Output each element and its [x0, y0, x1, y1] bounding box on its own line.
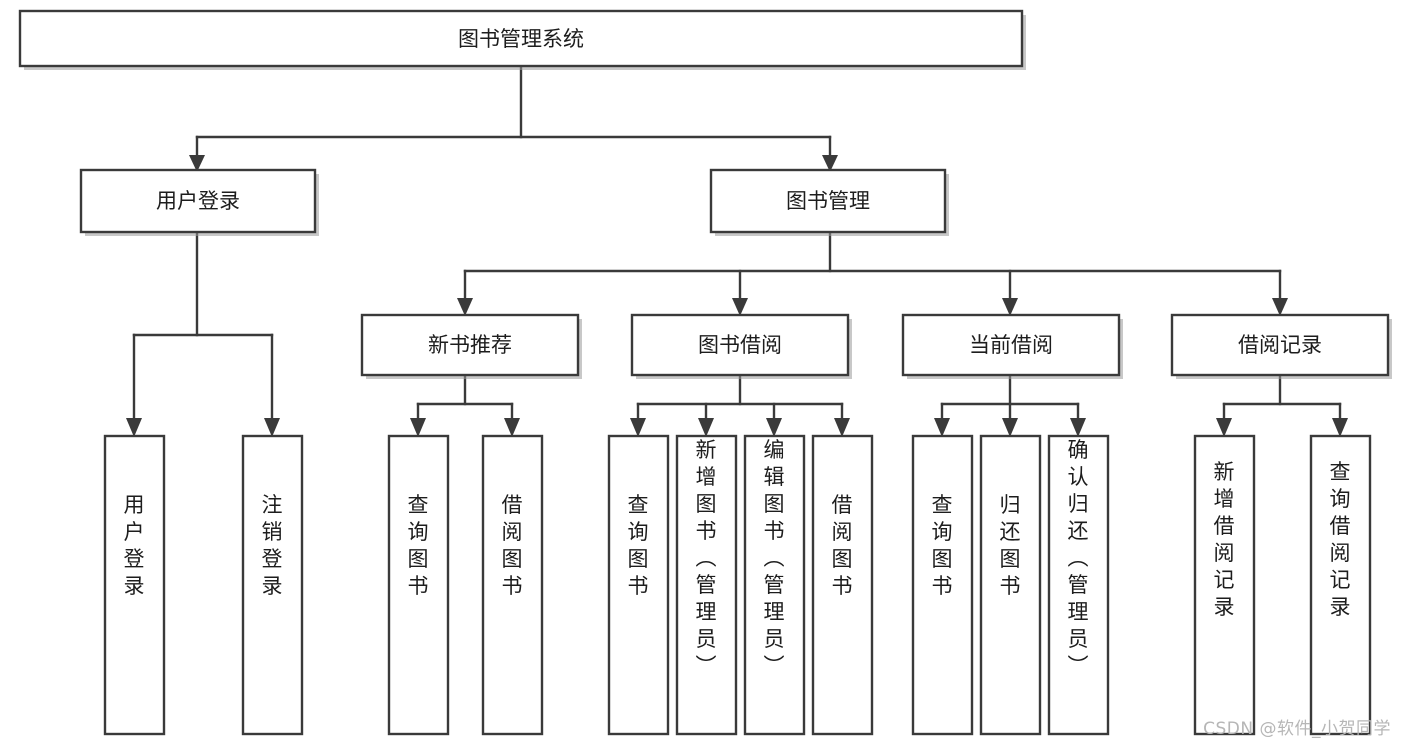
leaf-node[interactable]: 用户登录	[103, 434, 166, 736]
leaf-rect	[1193, 434, 1256, 736]
arrow-to-book-borrow	[732, 298, 748, 316]
leaf-node[interactable]: 归还图书	[979, 434, 1042, 736]
node-user-login[interactable]: 用户登录	[79, 168, 319, 236]
arrow-record-leaf-2	[1332, 418, 1348, 437]
arrow-borrow-leaf-3	[766, 418, 782, 437]
leaf-label: 编辑图书︵管理员︶	[764, 438, 785, 678]
leaf-rect	[607, 434, 670, 736]
leaf-rect	[811, 434, 874, 736]
arrow-borrow-leaf-1	[630, 418, 646, 437]
leaf-label: 查询借阅记录	[1330, 460, 1351, 619]
leaf-rect	[743, 434, 806, 736]
leaf-label: 查询图书	[628, 493, 649, 598]
user-login-label: 用户登录	[156, 189, 240, 213]
csdn-watermark: CSDN @软件_小贺同学	[1203, 719, 1391, 739]
leaf-label: 新增图书︵管理员︶	[696, 438, 717, 678]
leaf-label: 借阅图书	[832, 493, 853, 598]
arrow-current-leaf-3	[1070, 418, 1086, 437]
node-root-system[interactable]: 图书管理系统	[18, 9, 1026, 70]
leaf-rect	[387, 434, 450, 736]
root-label: 图书管理系统	[458, 27, 584, 51]
leaf-label: 归还图书	[1000, 493, 1021, 598]
leaf-node[interactable]: 借阅图书	[811, 434, 874, 736]
leaf-rect	[675, 434, 738, 736]
leaf-rect	[103, 434, 166, 736]
leaf-node[interactable]: 借阅图书	[481, 434, 544, 736]
leaf-label: 新增借阅记录	[1214, 460, 1235, 619]
leaf-label: 注销登录	[262, 493, 283, 598]
leaf-node[interactable]: 编辑图书︵管理员︶	[743, 434, 806, 736]
arrow-current-leaf-1	[934, 418, 950, 437]
edges-layer	[126, 64, 1348, 437]
leaf-label: 查询图书	[408, 493, 429, 598]
leaf-node[interactable]: 查询图书	[911, 434, 974, 736]
leaf-node[interactable]: 注销登录	[241, 434, 304, 736]
new-book-recommend-rect	[360, 313, 580, 377]
arrow-login-leaf-2	[264, 418, 280, 437]
arrow-to-user-login	[189, 155, 205, 172]
leaf-label: 用户登录	[124, 493, 145, 598]
arrow-to-borrow-record	[1272, 298, 1288, 316]
leaf-rect	[1047, 434, 1110, 736]
leaf-rect	[1309, 434, 1372, 736]
leaf-label: 借阅图书	[502, 493, 523, 598]
current-borrow-label: 当前借阅	[969, 333, 1053, 357]
node-book-management[interactable]: 图书管理	[709, 168, 949, 236]
book-borrow-label: 图书借阅	[698, 333, 782, 357]
node-new-book-recommend[interactable]: 新书推荐	[360, 313, 582, 379]
node-borrow-record[interactable]: 借阅记录	[1170, 313, 1392, 379]
leaf-node[interactable]: 新增图书︵管理员︶	[675, 434, 738, 736]
arrow-login-leaf-1	[126, 418, 142, 437]
leaf-rect	[481, 434, 544, 736]
new-book-recommend-label: 新书推荐	[428, 333, 512, 357]
leaf-label: 查询图书	[932, 493, 953, 598]
arrow-borrow-leaf-2	[698, 418, 714, 437]
arrow-record-leaf-1	[1216, 418, 1232, 437]
leaf-node[interactable]: 新增借阅记录	[1193, 434, 1256, 736]
user-login-rect	[79, 168, 317, 234]
leaf-rect	[911, 434, 974, 736]
arrow-borrow-leaf-4	[834, 418, 850, 437]
book-management-label: 图书管理	[786, 189, 870, 213]
arrow-recommend-leaf-2	[504, 418, 520, 437]
leaf-node[interactable]: 查询借阅记录	[1309, 434, 1372, 736]
leaf-node[interactable]: 查询图书	[387, 434, 450, 736]
arrow-current-leaf-2	[1002, 418, 1018, 437]
leaf-label: 确认归还︵管理员︶	[1068, 438, 1089, 678]
node-book-borrow[interactable]: 图书借阅	[630, 313, 852, 379]
arrow-to-book-management	[822, 155, 838, 172]
borrow-record-rect	[1170, 313, 1390, 377]
borrow-record-label: 借阅记录	[1238, 333, 1322, 357]
leaf-rect	[979, 434, 1042, 736]
book-management-rect	[709, 168, 947, 234]
leaf-node[interactable]: 确认归还︵管理员︶	[1047, 434, 1110, 736]
current-borrow-rect	[901, 313, 1121, 377]
leaf-rect	[241, 434, 304, 736]
arrow-to-current-borrow	[1002, 298, 1018, 316]
arrow-recommend-leaf-1	[410, 418, 426, 437]
node-current-borrow[interactable]: 当前借阅	[901, 313, 1123, 379]
arrow-to-new-book-recommend	[457, 298, 473, 316]
book-borrow-rect	[630, 313, 850, 377]
root-rect	[18, 9, 1024, 68]
leaf-node[interactable]: 查询图书	[607, 434, 670, 736]
